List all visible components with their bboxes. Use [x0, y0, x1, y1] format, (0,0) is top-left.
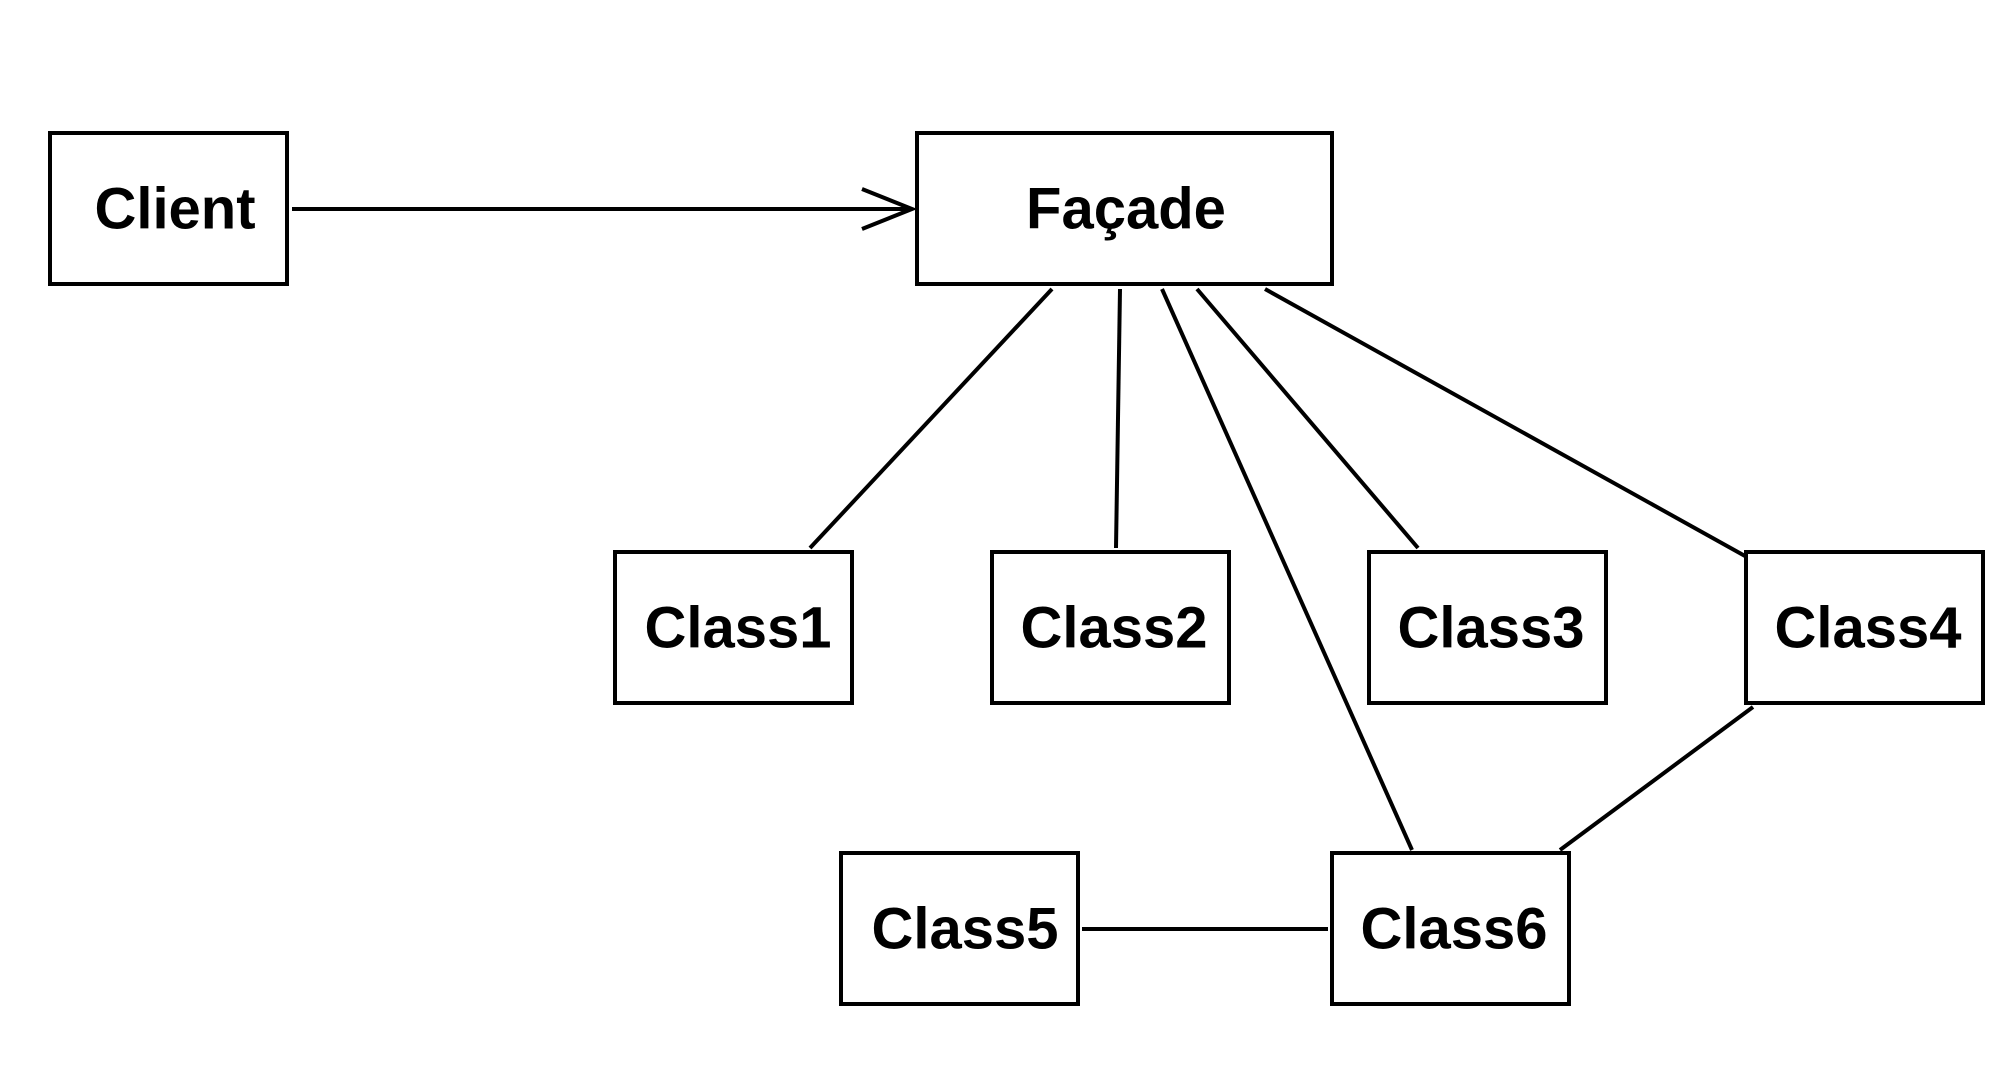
class3-label: Class3: [1397, 596, 1584, 661]
class-node-client[interactable]: Client: [48, 131, 289, 286]
class1-label: Class1: [644, 596, 831, 661]
class6-label: Class6: [1360, 897, 1547, 962]
edge-facade-class1[interactable]: [808, 287, 1054, 550]
class5-label: Class5: [871, 897, 1058, 962]
class4-label: Class4: [1774, 596, 1961, 661]
class-node-class5[interactable]: Class5: [839, 851, 1080, 1006]
arrowhead-open-icon: [861, 187, 918, 231]
class-node-class6[interactable]: Class6: [1330, 851, 1571, 1006]
edge-facade-class2[interactable]: [1114, 288, 1122, 549]
client-box: [48, 131, 289, 286]
edge-class4-class6[interactable]: [1558, 705, 1755, 852]
class1-box: [613, 550, 854, 705]
facade-label: Façade: [1026, 177, 1226, 242]
class5-box: [839, 851, 1080, 1006]
edge-facade-class4[interactable]: [1264, 287, 1746, 558]
client-label: Client: [94, 177, 255, 242]
facade-box: [915, 131, 1334, 286]
class4-box: [1744, 550, 1985, 705]
class2-label: Class2: [1020, 596, 1207, 661]
class-node-class3[interactable]: Class3: [1367, 550, 1608, 705]
edge-facade-class6[interactable]: [1160, 288, 1414, 851]
class2-box: [990, 550, 1231, 705]
edges: [292, 187, 1755, 931]
class-node-class1[interactable]: Class1: [613, 550, 854, 705]
class3-box: [1367, 550, 1608, 705]
class-node-facade[interactable]: Façade: [915, 131, 1334, 286]
class-node-class4[interactable]: Class4: [1744, 550, 1985, 705]
class-node-class2[interactable]: Class2: [990, 550, 1231, 705]
class6-box: [1330, 851, 1571, 1006]
edge-facade-class3[interactable]: [1195, 287, 1420, 550]
